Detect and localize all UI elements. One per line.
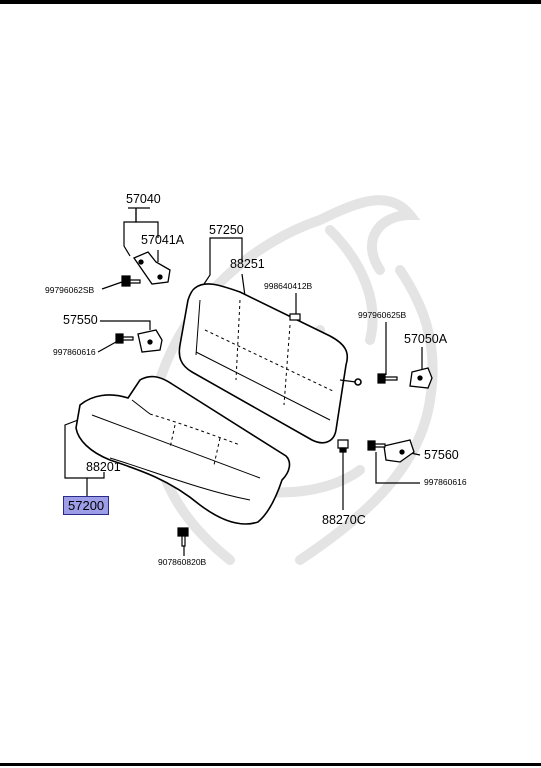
bottom-rule <box>0 763 541 766</box>
bolt-907860820b <box>177 527 189 547</box>
part-label-99796062sb: 99796062SB <box>45 285 95 295</box>
bolt-997960625b <box>377 373 398 384</box>
top-rule <box>0 0 541 4</box>
seat-back <box>178 283 362 444</box>
part-label-57550: 57550 <box>63 313 98 327</box>
grommet-88270c <box>337 439 349 453</box>
seat-hinge-bracket-left <box>133 251 171 285</box>
bolt-997860616-left <box>115 333 134 344</box>
part-label-57560: 57560 <box>424 448 459 462</box>
striker-57050a <box>409 367 433 389</box>
part-label-907860820b: 907860820B <box>158 557 207 567</box>
part-label-88201: 88201 <box>86 460 121 474</box>
part-label-57040: 57040 <box>126 192 161 206</box>
leader-lines <box>64 207 423 556</box>
clip-998640412b <box>289 313 301 321</box>
bracket-57560 <box>383 439 415 463</box>
bolt-997860616-right <box>367 440 386 451</box>
part-label-57041a: 57041A <box>141 233 185 247</box>
bracket-57550 <box>137 329 163 353</box>
part-label-57250: 57250 <box>209 223 244 237</box>
part-label-57050a: 57050A <box>404 332 448 346</box>
part-label-88270c: 88270C <box>322 513 366 527</box>
part-label-997860616-right: 997860616 <box>424 477 467 487</box>
part-label-998640412b: 998640412B <box>264 281 313 291</box>
bolt-99796062sb <box>121 275 141 287</box>
seat-cushion <box>75 375 291 525</box>
part-label-57200-highlighted[interactable]: 57200 <box>63 496 110 515</box>
part-label-88251: 88251 <box>230 257 265 271</box>
part-label-997860616-left: 997860616 <box>53 347 96 357</box>
part-label-997960625b: 997960625B <box>358 310 407 320</box>
